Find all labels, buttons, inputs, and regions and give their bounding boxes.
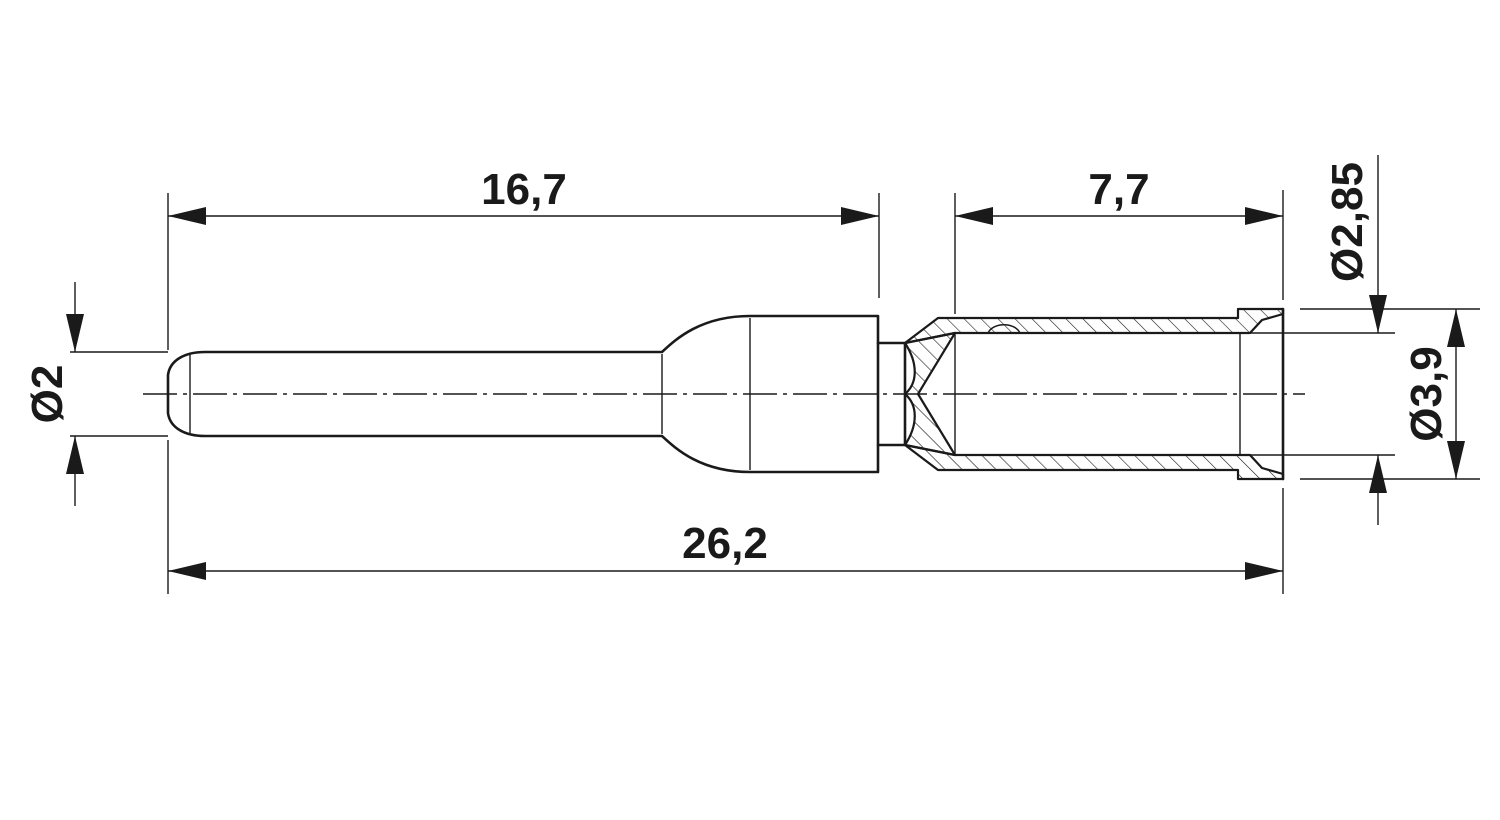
contact-pin [166, 314, 880, 474]
pin-outline [166, 314, 880, 474]
dimension-total-length: 26,2 [168, 519, 1283, 580]
dimension-pin-length: 16,7 [168, 165, 879, 225]
outer-diameter-label: Ø3,9 [1402, 346, 1451, 441]
sleeve-bottom-wall [903, 443, 1285, 481]
sleeve-top-wall [903, 307, 1285, 345]
inspection-hole [987, 324, 1021, 334]
pin-diameter-label: Ø2 [23, 365, 72, 424]
dimension-outer-diameter: Ø3,9 [1402, 309, 1465, 479]
inner-diameter-label: Ø2,85 [1323, 162, 1372, 282]
extension-lines [70, 190, 1480, 594]
pin-length-label: 16,7 [481, 165, 567, 214]
sleeve-length-label: 7,7 [1088, 165, 1149, 214]
crimp-sleeve-section [903, 307, 1285, 481]
dimension-sleeve-length: 7,7 [955, 165, 1283, 225]
total-length-label: 26,2 [682, 519, 768, 568]
dimension-pin-diameter: Ø2 [23, 282, 84, 506]
dimension-inner-diameter: Ø2,85 [1323, 155, 1387, 525]
sleeve-cone [903, 331, 957, 457]
